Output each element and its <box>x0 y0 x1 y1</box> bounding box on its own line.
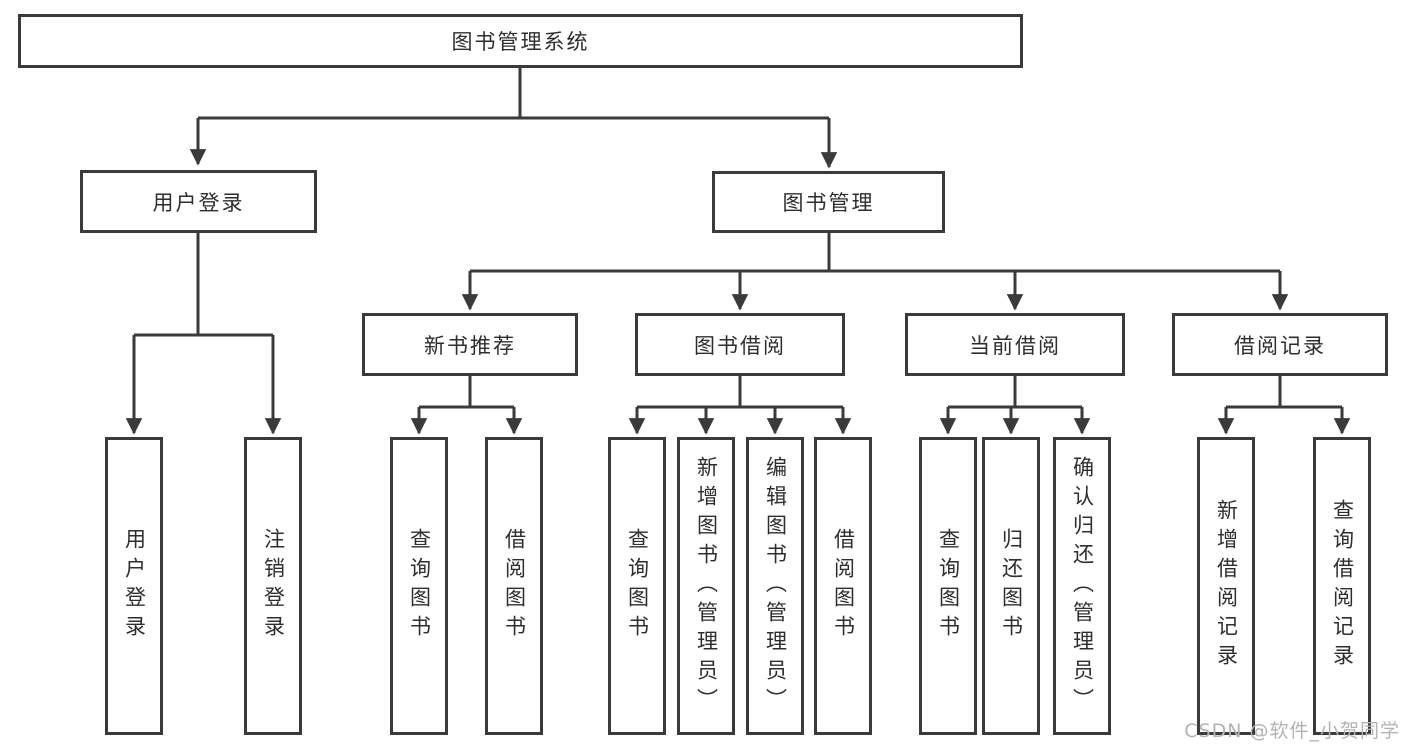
leaf-query-books-current: 查询图书 <box>919 437 977 735</box>
node-new-book-recommend: 新书推荐 <box>362 313 578 376</box>
node-borrowing-records: 借阅记录 <box>1172 313 1388 376</box>
leaf-query-books-recommend: 查询图书 <box>390 437 448 735</box>
csdn-watermark: CSDN @软件_小贺同学 <box>1184 720 1400 742</box>
leaf-add-borrow-record: 新增借阅记录 <box>1197 437 1255 735</box>
node-user-login: 用户登录 <box>80 170 317 233</box>
leaf-confirm-return-admin: 确认归还（管理员） <box>1053 437 1111 735</box>
node-current-borrowing: 当前借阅 <box>905 313 1125 376</box>
leaf-add-book-admin: 新增图书（管理员） <box>677 437 735 735</box>
leaf-logout: 注销登录 <box>244 437 302 735</box>
leaf-query-borrow-record: 查询借阅记录 <box>1313 437 1371 735</box>
node-book-borrowing: 图书借阅 <box>635 313 845 376</box>
leaf-query-books-borrow: 查询图书 <box>608 437 666 735</box>
leaf-edit-book-admin: 编辑图书（管理员） <box>746 437 804 735</box>
node-book-management: 图书管理 <box>712 171 945 233</box>
leaf-return-book: 归还图书 <box>982 437 1040 735</box>
node-library-management-system: 图书管理系统 <box>18 14 1023 68</box>
leaf-user-login: 用户登录 <box>105 437 163 735</box>
leaf-borrow-books-recommend: 借阅图书 <box>485 437 543 735</box>
leaf-borrow-books-borrow: 借阅图书 <box>814 437 872 735</box>
